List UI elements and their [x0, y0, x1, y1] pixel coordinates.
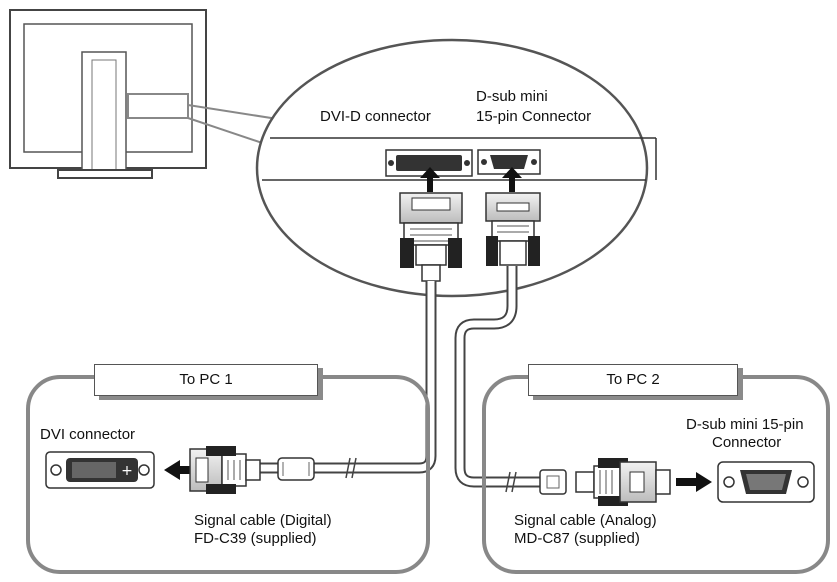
analog-cable-label-line2: MD-C87 (supplied) — [514, 530, 640, 547]
analog-cable-label-line1: Signal cable (Analog) — [514, 512, 657, 529]
digital-cable-label-line2: FD-C39 (supplied) — [194, 530, 317, 547]
dvi-connector-label: DVI connector — [40, 426, 136, 443]
monitor-illustration — [9, 9, 285, 179]
arrow-right-icon — [676, 472, 712, 492]
pc1-ferrite-core — [277, 457, 315, 481]
svg-text:+: + — [121, 463, 133, 479]
arrow-up-icon — [502, 167, 522, 192]
dsub-port — [477, 149, 541, 175]
digital-cable-label-line1: Signal cable (Digital) — [194, 512, 332, 529]
to-pc2-tab: To PC 2 — [528, 364, 738, 396]
arrow-up-icon — [420, 167, 440, 192]
cable-break-mark — [345, 457, 357, 479]
dsub-mini-label-line1: D-sub mini — [476, 88, 548, 105]
dsub-plug — [485, 192, 541, 266]
pc2-ferrite-core — [539, 469, 567, 495]
dsub-pc2-label-line2: Connector — [712, 434, 782, 451]
pc2-dsub-plug — [575, 458, 671, 506]
dsub-mini-label-line2: 15-pin Connector — [476, 108, 592, 125]
pc2-dsub-port — [717, 461, 815, 503]
analog-cable — [454, 266, 560, 488]
dvi-plug — [399, 192, 463, 282]
to-pc1-tab: To PC 1 — [94, 364, 318, 396]
pc1-dvi-port: + — [45, 451, 155, 489]
dsub-pc2-label-line1: D-sub mini 15-pin — [686, 416, 804, 433]
arrow-left-icon — [164, 460, 200, 480]
cable-break-mark — [505, 471, 517, 493]
dvi-d-connector-label: DVI-D connector — [320, 108, 431, 125]
pc1-dvi-plug — [189, 446, 261, 494]
